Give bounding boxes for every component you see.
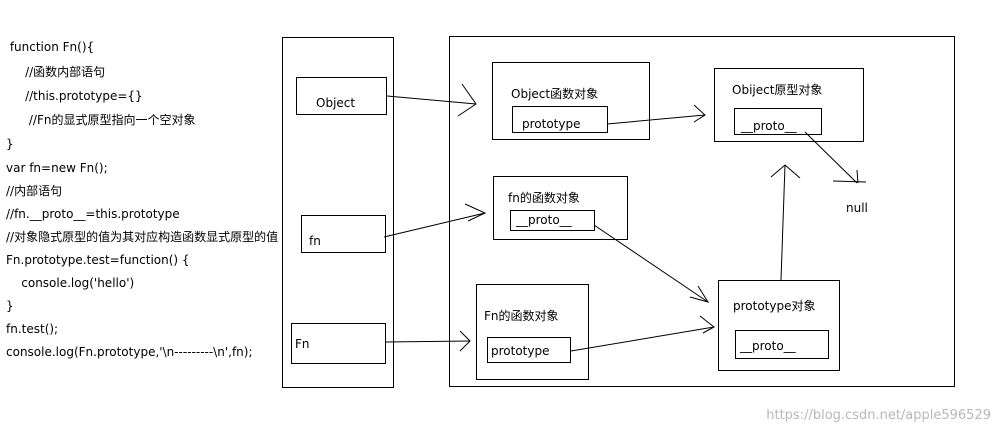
code-line: } bbox=[6, 299, 14, 313]
object-prototype-title: Obiject原型对象 bbox=[732, 83, 823, 97]
Fn-function-box bbox=[476, 284, 589, 380]
object-proto-slot-label: __proto__ bbox=[741, 119, 797, 133]
stack-object-label: Object bbox=[316, 96, 356, 110]
fn-proto-slot bbox=[510, 210, 595, 231]
fn-instance-title: fn的函数对象 bbox=[508, 191, 580, 205]
code-line: function Fn(){ bbox=[6, 40, 95, 54]
stack-Fn-label: Fn bbox=[295, 337, 310, 351]
Fn-prototype-slot bbox=[487, 337, 571, 363]
object-prototype-slot-label: prototype bbox=[522, 117, 581, 131]
Fn-prototype-slot-label: prototype bbox=[491, 344, 550, 358]
stack-fn-box bbox=[301, 215, 386, 253]
arrow-object-proto-to-null bbox=[804, 131, 867, 184]
object-function-title: Object函数对象 bbox=[511, 87, 599, 101]
watermark: https://blog.csdn.net/apple596529 bbox=[766, 408, 991, 423]
arrow-fn-proto-to-prototype bbox=[593, 224, 710, 303]
stack-object-box bbox=[296, 77, 387, 115]
fn-proto-slot-label: __proto__ bbox=[516, 213, 572, 227]
object-prototype-slot bbox=[512, 106, 608, 133]
stack-Fn-box bbox=[291, 323, 386, 364]
code-line: Fn.prototype.test=function() { bbox=[6, 253, 190, 267]
code-line: //对象隐式原型的值为其对应构造函数显式原型的值 bbox=[6, 230, 279, 244]
null-label: null bbox=[846, 201, 868, 215]
code-line: //函数内部语句 bbox=[6, 65, 106, 79]
code-line: console.log(Fn.prototype,'\n---------\n'… bbox=[6, 345, 253, 359]
code-line: console.log('hello') bbox=[6, 276, 135, 290]
prototype-proto-slot-label: __proto__ bbox=[740, 339, 796, 353]
stack-fn-label: fn bbox=[309, 234, 321, 248]
code-line: //this.prototype={} bbox=[6, 89, 143, 103]
arrow-fn-to-instance bbox=[383, 203, 487, 238]
arrow-Fn-prototype-to-prototype bbox=[570, 315, 715, 352]
code-line: //fn.__proto__=this.prototype bbox=[6, 207, 180, 221]
code-line: //内部语句 bbox=[6, 184, 63, 198]
code-line: } bbox=[6, 137, 14, 151]
code-line: var fn=new Fn(); bbox=[6, 161, 108, 175]
prototype-object-title: prototype对象 bbox=[733, 299, 816, 313]
prototype-proto-slot bbox=[735, 330, 829, 359]
Fn-function-title: Fn的函数对象 bbox=[484, 309, 559, 323]
arrow-object-to-object-function bbox=[386, 83, 477, 117]
code-line: fn.test(); bbox=[6, 322, 59, 336]
arrow-object-prototype-to-proto bbox=[606, 104, 706, 125]
code-line: //Fn的显式原型指向一个空对象 bbox=[6, 113, 196, 127]
object-proto-slot bbox=[734, 108, 822, 135]
arrow-Fn-to-function bbox=[385, 330, 471, 352]
arrow-prototype-to-object-proto bbox=[770, 164, 801, 281]
